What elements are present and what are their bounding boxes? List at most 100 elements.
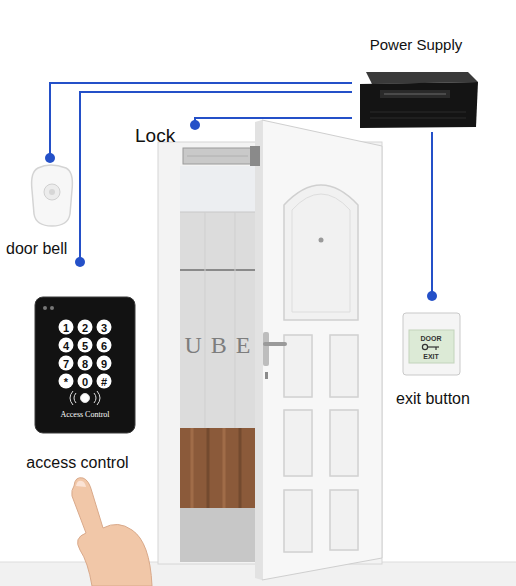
key-label: 0: [82, 376, 88, 387]
key-button-part: [59, 356, 74, 371]
door-leaf-part: [284, 185, 358, 320]
pointing-hand-part: [76, 481, 86, 487]
keypad-part: [43, 306, 47, 310]
wire: [80, 92, 352, 262]
room-interior-part: [180, 166, 260, 562]
door-handle-part: [263, 332, 269, 366]
magnetic-lock: [183, 146, 260, 166]
key-button-part: [59, 338, 74, 353]
door-bell-icon-part: [32, 165, 73, 226]
key-label: 1: [63, 322, 69, 333]
key-label: 5: [82, 340, 88, 351]
room-interior-part: [223, 428, 226, 508]
magnetic-lock-part: [183, 148, 253, 164]
magnetic-lock-part: [187, 156, 248, 157]
access-control-unit: access control: [15, 262, 140, 472]
key-label: 3: [101, 322, 107, 333]
device-label: access control: [24, 453, 130, 472]
bell-symbol-part: [94, 393, 96, 403]
keypad-brand: Access Control: [60, 411, 109, 419]
bell-symbol-part: [81, 394, 90, 403]
magnetic-lock-part: [250, 146, 260, 166]
keypad-part: [50, 306, 54, 310]
bell-symbol-part: [74, 393, 76, 403]
keypad: [35, 297, 135, 433]
key-label: 7: [63, 358, 69, 369]
room-interior-part: [191, 428, 194, 508]
key-button-part: [78, 320, 93, 335]
power-supply-box-part: [360, 82, 478, 128]
key-label: 8: [82, 358, 88, 369]
power-supply-box-part: [380, 90, 450, 98]
power-supply-box-part: [370, 112, 466, 113]
door-leaf-part: [330, 410, 358, 476]
key-button-part: [78, 374, 93, 389]
power-supply-box-part: [370, 118, 466, 119]
key-button-part: [59, 374, 74, 389]
key-label: 6: [101, 340, 107, 351]
wire: [195, 118, 352, 125]
key-button-part: [78, 356, 93, 371]
key-label: *: [64, 376, 68, 387]
wire-end-dot: [190, 120, 200, 130]
door-bell-icon-part: [49, 189, 55, 195]
bell-symbol-part: [97, 391, 100, 405]
key-button-part: [97, 320, 112, 335]
door-leaf-part: [330, 335, 358, 397]
key-label: 4: [63, 340, 69, 351]
pointing-hand-part: [72, 478, 152, 586]
door-handle: [263, 332, 287, 379]
key-button-part: [97, 374, 112, 389]
device-label: Power Supply: [368, 36, 465, 54]
room-interior-part: [239, 428, 242, 508]
device-label: Lock: [133, 125, 177, 148]
wire-end-dot: [45, 153, 55, 163]
power-supply-unit: Power Supply: [352, 36, 480, 132]
key-button-part: [78, 338, 93, 353]
room-interior-part: [180, 269, 260, 271]
door-leaf-part: [262, 120, 382, 580]
room-interior-part: [180, 428, 260, 508]
door-handle-part: [265, 372, 268, 379]
key-button: [59, 320, 112, 389]
wire: [50, 83, 352, 158]
key-label: #: [101, 376, 107, 387]
exit-button-plate: [403, 313, 460, 375]
key-button-part: [97, 338, 112, 353]
door-leaf-part: [319, 238, 324, 243]
wire: [431, 132, 433, 296]
door-bell-icon-part: [44, 184, 60, 200]
door-leaf-part: [284, 490, 312, 552]
door-leaf-part: [284, 335, 312, 397]
exit-button-plate-part: [428, 346, 439, 347]
door-bell-unit: door bell: [4, 158, 76, 258]
device-label: door bell: [4, 239, 69, 258]
room-interior-part: [205, 212, 206, 428]
wire-end-dot: [75, 257, 85, 267]
power-supply-box: [360, 72, 478, 128]
room-interior-part: [180, 212, 260, 213]
keypad-part: [35, 297, 135, 433]
room-interior-part: [235, 212, 236, 428]
room-interior-part: [180, 166, 260, 212]
door-leaf-part: [292, 194, 350, 312]
exit-button-plate-part: [435, 347, 436, 350]
exit-button-plate-part: [403, 313, 460, 375]
key-label: 2: [82, 322, 88, 333]
pointing-hand: [72, 478, 152, 586]
button-text: DOOR: [421, 335, 442, 342]
exit-button-plate-part: [422, 344, 427, 349]
room-interior-part: [207, 428, 210, 508]
door-bell-icon: [32, 165, 73, 226]
bell-symbol-part: [70, 391, 73, 405]
wire-end-dot: [427, 291, 437, 301]
key-button-part: [97, 356, 112, 371]
exit-button-plate-part: [409, 330, 454, 363]
room-interior-part: [180, 508, 260, 562]
door-leaf-part: [330, 490, 358, 550]
wall-sign-text: UBE: [185, 333, 260, 357]
door-leaf-part: [284, 410, 312, 476]
